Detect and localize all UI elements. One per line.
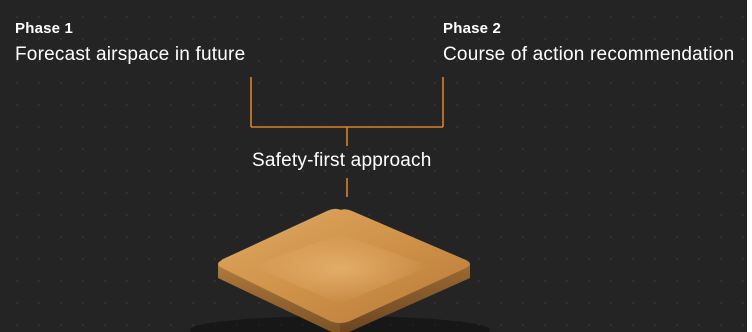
slide-edge bbox=[747, 0, 752, 332]
phase-2-heading: Phase 2 bbox=[443, 20, 502, 37]
phase-2-description: Course of action recommendation bbox=[443, 44, 735, 65]
approach-label: Safety-first approach bbox=[252, 150, 432, 171]
phase-2-block: Phase 2 Course of action recommendation bbox=[443, 20, 734, 66]
phase-1-description: Forecast airspace in future bbox=[15, 44, 246, 65]
platform-highlight bbox=[252, 234, 430, 304]
platform-edge-highlight bbox=[221, 208, 341, 261]
phase-1-block: Phase 1 Forecast airspace in future bbox=[15, 20, 245, 66]
phase-1-heading: Phase 1 bbox=[15, 20, 74, 37]
